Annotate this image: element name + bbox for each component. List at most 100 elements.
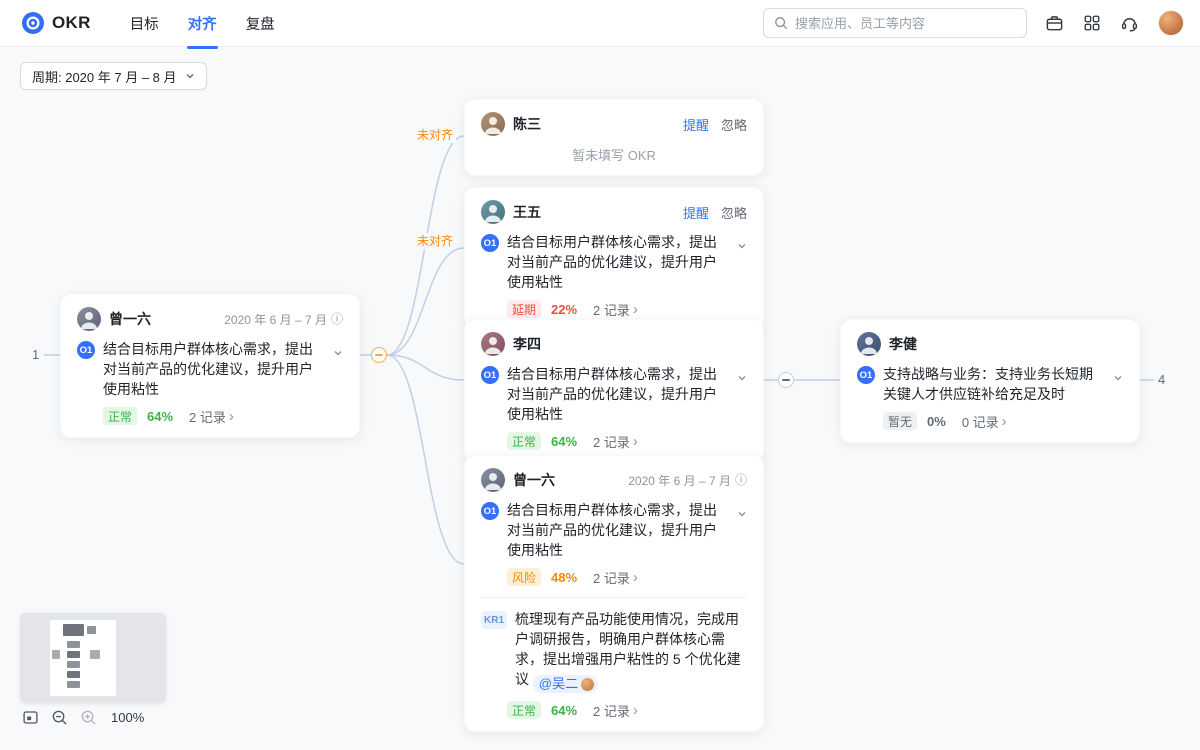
divider [481, 597, 747, 598]
collapsed-count-right[interactable]: 4 [1158, 372, 1166, 387]
empty-okr-text: 暂未填写 OKR [572, 148, 656, 163]
okr-period: 2020 年 6 月 – 7 月 ⓘ [628, 472, 747, 489]
chevron-right-icon: › [228, 407, 234, 425]
okr-period-text: 2020 年 6 月 – 7 月 [628, 473, 731, 488]
okr-card-li[interactable]: 李四 O1 结合目标用户群体核心需求，提出对当前产品的优化建议，提升用户使用粘性… [464, 319, 764, 463]
card-actions: 提醒 忽略 [683, 203, 747, 222]
status-row: 暂无 0% 0 记录 › [857, 412, 1123, 430]
records-text: 0 记录 [961, 414, 999, 430]
chevron-down-icon[interactable] [737, 506, 747, 560]
chevron-down-icon[interactable] [333, 345, 343, 399]
objective-badge: O1 [481, 366, 499, 384]
apps-grid-icon[interactable] [1083, 14, 1101, 32]
objective-badge: O1 [77, 341, 95, 359]
avatar[interactable] [481, 468, 505, 492]
user-avatar[interactable] [1158, 10, 1184, 36]
ignore-link[interactable]: 忽略 [720, 117, 747, 133]
records-link[interactable]: 2 记录 › [189, 407, 234, 426]
records-text: 2 记录 [593, 434, 630, 450]
key-result-text-body: 梳理现有产品功能使用情况，完成用户调研报告，明确用户群体核心需求，提出增强用户粘… [515, 611, 741, 687]
search-input[interactable] [795, 15, 1016, 31]
minimap[interactable] [20, 613, 166, 703]
period-filter-chip[interactable]: 周期: 2020 年 7 月 – 8 月 [20, 62, 207, 90]
primary-nav: 目标 对齐 复盘 [129, 11, 276, 49]
tab-review[interactable]: 复盘 [245, 16, 275, 33]
card-header: 李健 [857, 332, 1123, 356]
remind-link[interactable]: 提醒 [682, 205, 709, 221]
collapse-node-button-left[interactable] [371, 347, 387, 363]
records-link[interactable]: 0 记录 › [962, 412, 1007, 431]
chevron-down-icon[interactable] [1113, 370, 1123, 404]
fit-view-button[interactable] [22, 709, 39, 726]
records-text: 2 记录 [189, 409, 226, 425]
info-icon[interactable]: ⓘ [330, 312, 343, 326]
records-link[interactable]: 2 记录 › [593, 568, 638, 587]
tab-alignment[interactable]: 对齐 [186, 11, 218, 49]
progress-percent: 64% [147, 408, 174, 424]
records-link[interactable]: 2 记录 › [593, 432, 638, 451]
minimap-preview [50, 620, 116, 696]
okr-card-wang[interactable]: 王五 提醒 忽略 O1 结合目标用户群体核心需求，提出对当前产品的优化建议，提升… [464, 187, 764, 331]
info-icon[interactable]: ⓘ [734, 473, 747, 487]
okr-card-zeng[interactable]: 曾一六 2020 年 6 月 – 7 月 ⓘ O1 结合目标用户群体核心需求，提… [464, 455, 764, 732]
remind-link[interactable]: 提醒 [682, 117, 709, 133]
status-row: 正常 64% 2 记录 › [481, 701, 747, 719]
okr-card-lijian[interactable]: 李健 O1 支持战略与业务：支持业务长短期关键人才供应链补给充足及时 暂无 0%… [840, 319, 1140, 443]
minimap-node [67, 681, 80, 688]
avatar[interactable] [77, 307, 101, 331]
status-badge: 暂无 [883, 412, 918, 430]
collapsed-count-left[interactable]: 1 [32, 347, 40, 362]
zoom-in-button[interactable] [80, 709, 97, 726]
chevron-down-icon[interactable] [737, 370, 747, 424]
okr-logo: OKR [22, 12, 91, 34]
approval-briefcase-icon[interactable] [1045, 14, 1064, 33]
progress-percent: 22% [551, 301, 578, 317]
objective-badge: O1 [857, 366, 875, 384]
avatar[interactable] [481, 332, 505, 356]
chevron-right-icon: › [632, 432, 638, 450]
objective-text: 支持战略与业务：支持业务长短期关键人才供应链补给充足及时 [883, 366, 1093, 402]
person-silhouette-icon [485, 337, 501, 354]
avatar[interactable] [481, 112, 505, 136]
person-silhouette-icon [485, 117, 501, 134]
mention-chip[interactable]: @吴二 [532, 675, 599, 693]
records-text: 2 记录 [593, 302, 630, 318]
progress-percent: 0% [927, 413, 946, 429]
okr-card-chen[interactable]: 陈三 提醒 忽略 暂未填写 OKR [464, 99, 764, 176]
avatar[interactable] [857, 332, 881, 356]
records-text: 2 记录 [593, 703, 630, 719]
person-silhouette-icon [485, 205, 501, 222]
mention-label: @吴二 [538, 676, 579, 691]
headset-help-icon[interactable] [1120, 14, 1139, 33]
chevron-right-icon: › [632, 701, 638, 719]
objective-row: O1 结合目标用户群体核心需求，提出对当前产品的优化建议，提升用户使用粘性 [481, 232, 747, 292]
objective-text: 结合目标用户群体核心需求，提出对当前产品的优化建议，提升用户使用粘性 [507, 234, 717, 290]
search-box[interactable] [763, 8, 1027, 38]
key-result-badge: KR1 [481, 611, 508, 629]
mention-avatar [581, 677, 595, 691]
records-link[interactable]: 2 记录 › [593, 701, 638, 720]
card-actions: 提醒 忽略 [683, 115, 747, 134]
zoom-out-button[interactable] [51, 709, 68, 726]
person-silhouette-icon [861, 337, 877, 354]
records-link[interactable]: 2 记录 › [593, 300, 638, 319]
records-text: 2 记录 [593, 570, 630, 586]
objective-row: O1 支持战略与业务：支持业务长短期关键人才供应链补给充足及时 [857, 364, 1123, 404]
minimap-node [52, 650, 60, 659]
user-name: 王五 [513, 204, 541, 220]
objective-text: 结合目标用户群体核心需求，提出对当前产品的优化建议，提升用户使用粘性 [103, 341, 313, 397]
progress-percent: 48% [551, 569, 578, 585]
minimap-node [63, 624, 84, 636]
chevron-down-icon[interactable] [737, 238, 747, 292]
avatar[interactable] [481, 200, 505, 224]
objective-badge: O1 [481, 502, 499, 520]
okr-card-root[interactable]: 曾一六 2020 年 6 月 – 7 月 ⓘ O1 结合目标用户群体核心需求，提… [60, 294, 360, 438]
alignment-canvas[interactable]: 周期: 2020 年 7 月 – 8 月 1 4 未对齐 未对齐 曾一六 202… [0, 47, 1200, 750]
tab-goals[interactable]: 目标 [129, 16, 159, 33]
card-header: 陈三 提醒 忽略 [481, 112, 747, 136]
minimap-node [67, 651, 80, 658]
card-header: 曾一六 2020 年 6 月 – 7 月 ⓘ [481, 468, 747, 492]
collapse-node-button-right[interactable] [778, 372, 794, 388]
ignore-link[interactable]: 忽略 [720, 205, 747, 221]
status-badge: 延期 [507, 300, 542, 318]
